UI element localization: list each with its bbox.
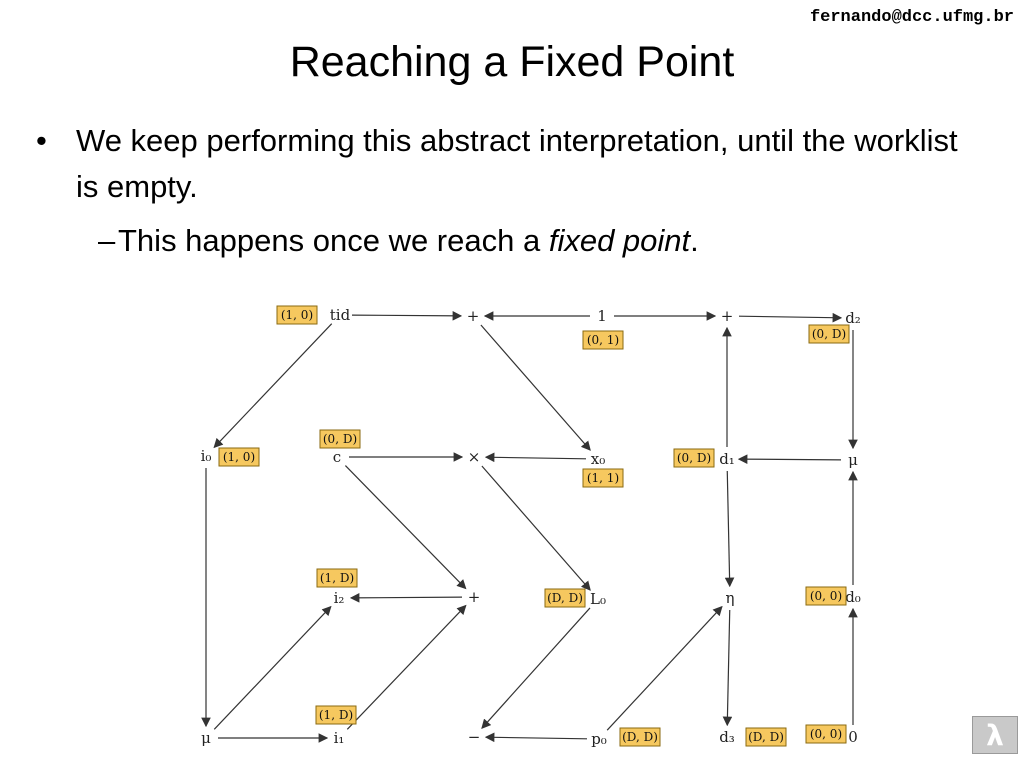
node-eta: η — [726, 589, 735, 607]
bullet-text-2-emphasis: fixed point — [548, 223, 691, 258]
edge-plus3-to-i2 — [349, 593, 463, 603]
bullet-text-2b: . — [690, 223, 699, 258]
tag-d1: (0, D) — [677, 451, 711, 465]
tag-i1-box — [315, 705, 357, 725]
tag-i0-box — [218, 447, 260, 467]
node-plus3: + — [468, 588, 481, 606]
tag-i1: (1, D) — [319, 708, 353, 722]
tag-d0: (0, 0) — [810, 589, 842, 603]
bullet-marker: • — [36, 123, 47, 158]
node-plus1: + — [467, 307, 480, 325]
tag-d2: (0, D) — [812, 327, 846, 341]
bullet-item-2: – This happens once we reach a fixed poi… — [36, 218, 976, 264]
node-i1: i₁ — [334, 729, 345, 747]
tag-L0-box — [544, 588, 586, 608]
node-p0: p₀ — [591, 730, 607, 748]
node-c: c — [333, 448, 341, 466]
tag-p0-box — [619, 727, 661, 747]
tag-one-box — [582, 330, 624, 350]
tag-i2: (1, D) — [320, 571, 354, 585]
node-minus: − — [468, 728, 481, 746]
sub-bullet-marker: – — [98, 223, 116, 258]
tag-p0: (D, D) — [622, 730, 658, 744]
tag-d0-box — [805, 586, 847, 606]
bullet-list: • We keep performing this abstract inter… — [36, 118, 976, 264]
tag-d3: (D, D) — [748, 730, 784, 744]
edge-tid-to-i0 — [213, 323, 333, 449]
edge-mu2-to-i2 — [213, 605, 332, 730]
node-tid: tid — [330, 306, 351, 324]
edge-c-to-plus3 — [344, 465, 467, 590]
node-one: 1 — [597, 307, 607, 325]
edge-plus2-to-d2 — [738, 312, 843, 323]
tag-d2-box — [808, 324, 850, 344]
tag-x0: (1, 1) — [587, 471, 619, 485]
node-times: × — [468, 448, 481, 466]
tag-tid: (1, 0) — [281, 308, 313, 322]
bullet-text-1: We keep performing this abstract interpr… — [76, 123, 958, 204]
graph-tags: (1, 0) (0, 1) (0, D) (0, D) (1, 0) (1, 1) (0, … — [218, 305, 850, 747]
tag-x0-box — [582, 468, 624, 488]
edge-plus1-to-x0 — [480, 324, 591, 451]
node-zero: 0 — [848, 728, 858, 746]
tag-zero-box — [805, 724, 847, 744]
graph-nodes: tid +1 + d₂ i₀ c × x₀ d₁ μ i₂ + L₀ η d₀ μ i₁ − p₀ d₃ 0 — [201, 306, 861, 748]
tag-i0: (1, 0) — [223, 450, 255, 464]
edge-tid-to-plus1 — [351, 311, 463, 321]
graph-edges — [201, 311, 858, 743]
node-mu2: μ — [201, 729, 211, 747]
author-email: fernando@dcc.ufmg.br — [809, 8, 1014, 27]
tag-c: (0, D) — [323, 432, 357, 446]
edge-p0-to-minus — [484, 732, 588, 743]
tag-c-box — [319, 429, 361, 449]
edge-eta-to-d3 — [722, 609, 733, 727]
tag-L0: (D, D) — [547, 591, 583, 605]
node-L0: L₀ — [590, 590, 606, 608]
tag-d3-box — [745, 727, 787, 747]
tag-d1-box — [673, 448, 715, 468]
bullet-item-1: • We keep performing this abstract inter… — [36, 118, 976, 210]
edge-p0-to-eta — [606, 605, 723, 731]
node-d2: d₂ — [845, 309, 861, 327]
slide-title: Reaching a Fixed Point — [289, 38, 735, 86]
edge-times-to-L0 — [481, 465, 591, 591]
node-mu1: μ — [848, 451, 858, 469]
edge-mu1-to-d1 — [737, 454, 842, 464]
tag-one: (0, 1) — [587, 333, 619, 347]
edge-L0-to-minus — [481, 607, 591, 729]
node-x0: x₀ — [591, 450, 605, 468]
lambda-logo: λ — [972, 716, 1018, 754]
node-i0: i₀ — [201, 447, 212, 465]
tag-zero: (0, 0) — [810, 727, 842, 741]
edge-x0-to-times — [484, 452, 587, 463]
node-d3: d₃ — [719, 728, 735, 746]
node-plus2: + — [721, 307, 734, 325]
node-d1: d₁ — [719, 450, 735, 468]
node-i2: i₂ — [334, 589, 345, 607]
tag-tid-box — [276, 305, 318, 325]
bullet-text-2a: This happens once we reach a — [118, 223, 549, 258]
edge-i1-to-plus3 — [346, 604, 467, 730]
edge-d1-to-eta — [724, 470, 735, 588]
node-d0: d₀ — [845, 588, 861, 606]
tag-i2-box — [316, 568, 358, 588]
